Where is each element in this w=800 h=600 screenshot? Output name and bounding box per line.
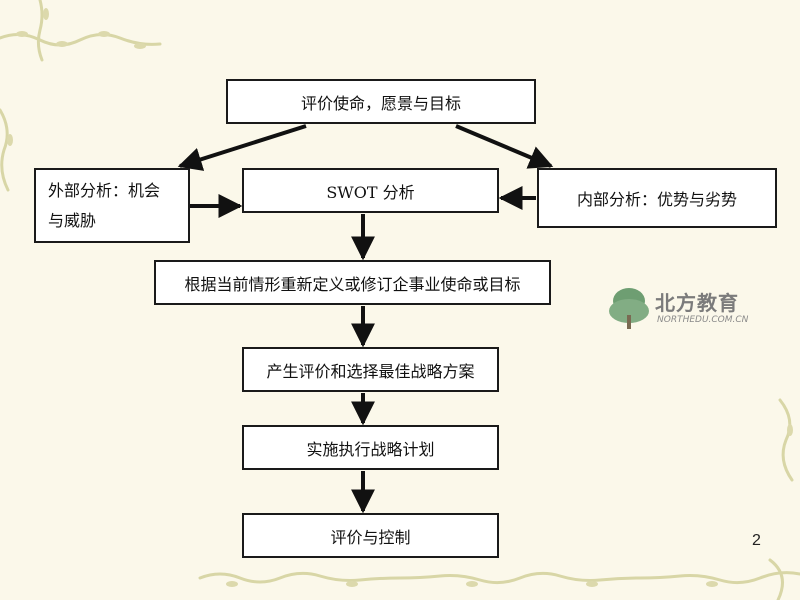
node-label: 评价使命，愿景与目标 bbox=[300, 93, 461, 113]
node-generate-strategy: 产生评价和选择最佳战略方案 bbox=[242, 347, 499, 392]
node-implement-plan: 实施执行战略计划 bbox=[242, 425, 499, 470]
tree-icon bbox=[609, 288, 649, 329]
node-label: 内部分析：优势与劣势 bbox=[576, 190, 737, 209]
node-evaluate-mission: 评价使命，愿景与目标 bbox=[226, 79, 536, 124]
node-evaluate-control: 评价与控制 bbox=[242, 513, 499, 558]
logo-url: NORTHEDU.COM.CN bbox=[657, 315, 749, 325]
logo-name: 北方教育 bbox=[655, 291, 739, 315]
node-label: 评价与控制 bbox=[330, 527, 411, 547]
node-label: 产生评价和选择最佳战略方案 bbox=[266, 361, 475, 381]
node-swot-analysis: SWOT 分析 bbox=[242, 168, 499, 213]
node-label: SWOT 分析 bbox=[326, 182, 415, 202]
node-external-analysis: 外部分析：机会 与威胁 bbox=[34, 168, 190, 243]
arrow-evaluate-to-external bbox=[177, 124, 307, 171]
node-label: 根据当前情形重新定义或修订企事业使命或目标 bbox=[184, 274, 521, 294]
northedu-logo: 北方教育 NORTHEDU.COM.CN bbox=[607, 285, 767, 335]
arrow-evaluate-to-internal bbox=[455, 124, 554, 169]
node-internal-analysis: 内部分析：优势与劣势 bbox=[537, 168, 777, 228]
page-number: 2 bbox=[752, 532, 761, 549]
node-label: 外部分析：机会 与威胁 bbox=[48, 180, 161, 230]
node-redefine-mission: 根据当前情形重新定义或修订企事业使命或目标 bbox=[154, 260, 551, 305]
node-label: 实施执行战略计划 bbox=[306, 439, 435, 459]
